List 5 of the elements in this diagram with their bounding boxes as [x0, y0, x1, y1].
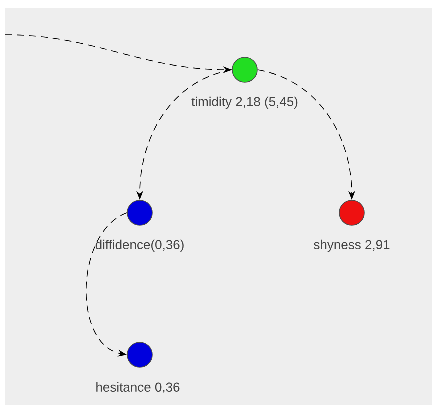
node-label: shyness 2,91 [314, 240, 390, 252]
node-label: diffidence(0,36) [96, 240, 184, 252]
node-label: timidity 2,18 (5,45) [192, 96, 298, 110]
arrow [86, 212, 128, 357]
node-label: hesitance 0,36 [96, 382, 180, 394]
